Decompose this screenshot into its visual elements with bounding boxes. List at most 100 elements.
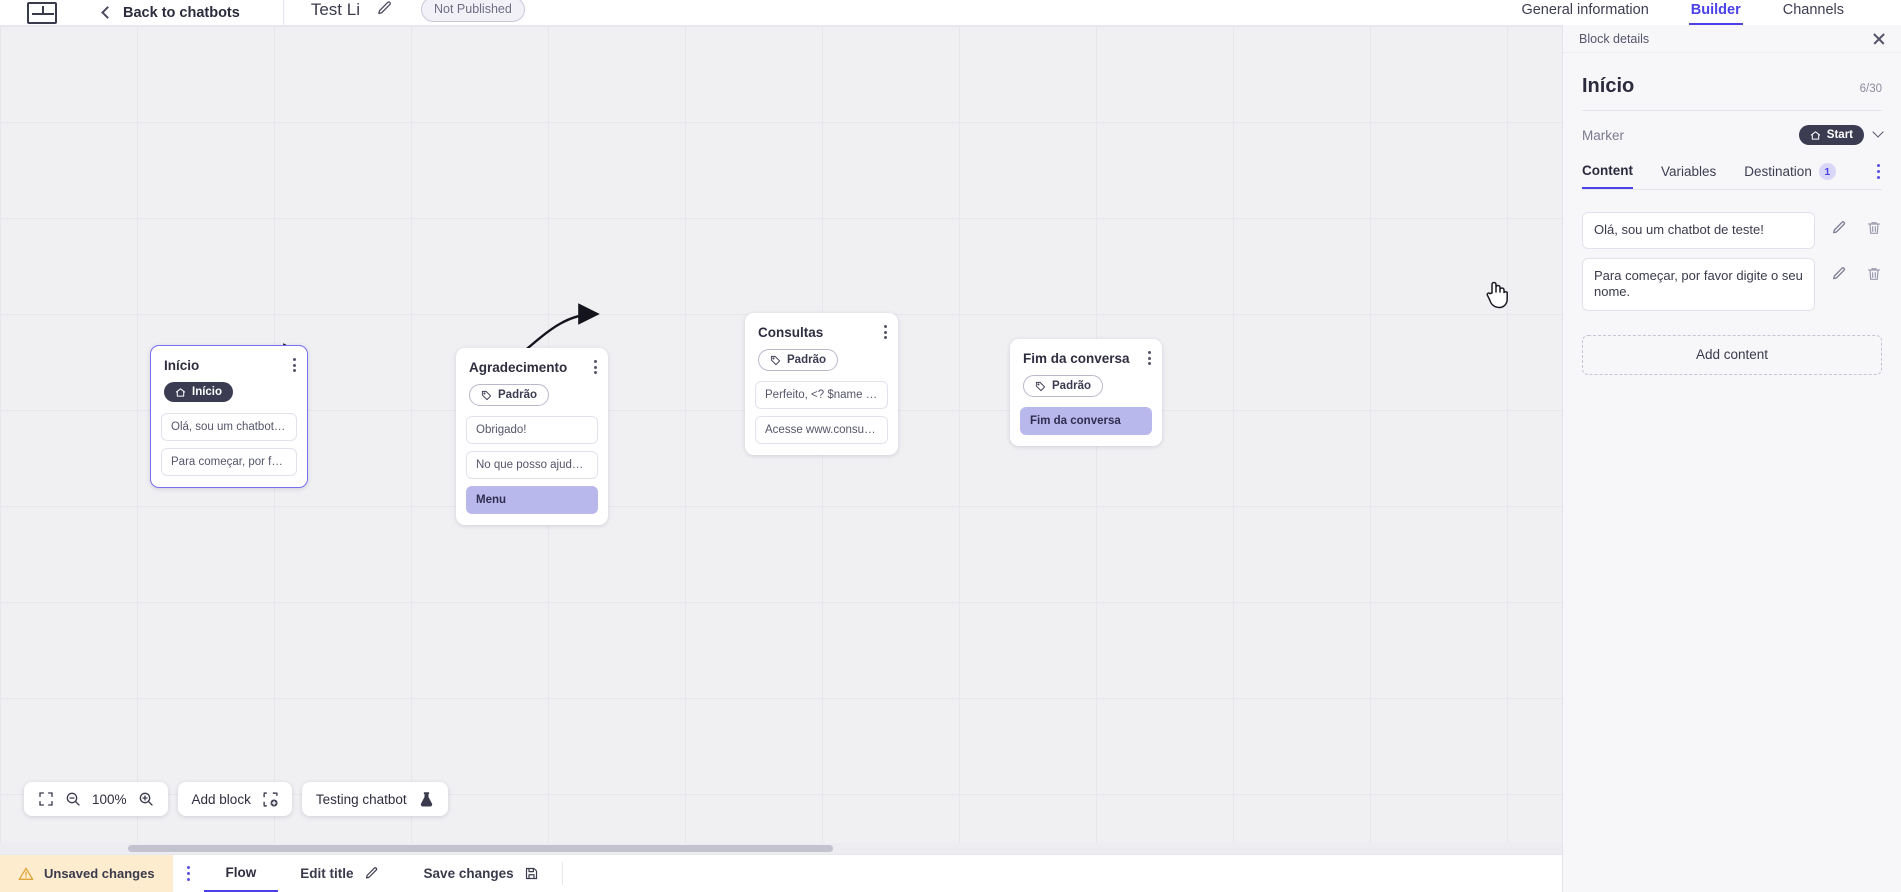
tab-content[interactable]: Content	[1582, 163, 1633, 189]
node-body: Obrigado! No que posso ajudar, <? $name …	[456, 406, 608, 525]
node-message[interactable]: Obrigado!	[466, 416, 598, 444]
node-marker-badge: Início	[164, 382, 234, 402]
marker-row: Marker Start	[1582, 125, 1884, 145]
node-title: Fim da conversa	[1023, 351, 1130, 366]
home-icon	[175, 387, 186, 397]
tab-destination[interactable]: Destination 1	[1744, 163, 1836, 189]
status-badge: Not Published	[420, 0, 525, 22]
node-body: Fim da conversa	[1010, 397, 1162, 446]
content-item-actions	[1815, 212, 1882, 236]
panel-header-label: Block details	[1579, 31, 1650, 46]
tag-icon	[770, 355, 781, 365]
node-title: Início	[164, 358, 200, 373]
add-content-button[interactable]: Add content	[1582, 334, 1882, 375]
marker-selector[interactable]: Start	[1798, 125, 1884, 145]
panel-tab-more-button[interactable]	[1877, 164, 1880, 179]
back-to-chatbots-button[interactable]: Back to chatbots	[101, 4, 240, 21]
node-menu-button[interactable]	[293, 358, 296, 372]
node-header: Agradecimento Padrão	[456, 348, 608, 406]
content-list: Olá, sou um chatbot de teste!	[1582, 212, 1882, 311]
testing-chatbot-label: Testing chatbot	[315, 791, 407, 807]
tab-variables[interactable]: Variables	[1661, 164, 1716, 188]
node-message-menu[interactable]: Menu	[466, 486, 598, 514]
marker-label: Marker	[1582, 127, 1625, 143]
content-item: Para começar, por favor digite o seu nom…	[1582, 257, 1882, 311]
status-tab-flow[interactable]: Flow	[203, 855, 279, 892]
close-icon[interactable]	[1871, 31, 1887, 47]
back-to-chatbots-label: Back to chatbots	[123, 4, 240, 21]
node-message[interactable]: Olá, sou um chatbot de teste!	[161, 412, 297, 441]
flow-node-fim-da-conversa[interactable]: Fim da conversa Padrão Fim da conversa	[1010, 339, 1162, 446]
node-menu-button[interactable]	[594, 360, 597, 374]
marker-value-badge[interactable]: Start	[1798, 125, 1864, 145]
node-message[interactable]: Fim da conversa	[1020, 407, 1152, 435]
node-marker-badge: Padrão	[469, 384, 549, 406]
status-divider	[561, 862, 563, 885]
node-marker-label: Padrão	[1052, 380, 1091, 392]
save-disk-icon	[524, 866, 540, 882]
zoom-controls: 100%	[24, 782, 168, 816]
flow-node-inicio[interactable]: Início Início Olá, sou um chatbot de tes…	[150, 345, 308, 488]
edit-title-button[interactable]: Edit title	[278, 855, 401, 892]
node-marker-badge: Padrão	[758, 349, 838, 371]
chevron-left-icon	[101, 6, 114, 19]
panel-divider	[1582, 110, 1882, 111]
tag-icon	[1035, 381, 1046, 391]
block-details-panel: Block details Início 6/30 Marker Start	[1562, 25, 1901, 892]
pencil-icon	[364, 866, 380, 882]
node-message[interactable]: Perfeito, <? $name ?>!	[755, 381, 888, 409]
save-changes-button[interactable]: Save changes	[402, 855, 562, 892]
unsaved-changes-indicator: Unsaved changes	[0, 855, 173, 892]
canvas-toolbar: 100% Add block Testing	[24, 782, 448, 816]
trash-icon[interactable]	[1866, 220, 1882, 236]
content-text[interactable]: Para começar, por favor digite o seu nom…	[1582, 257, 1815, 311]
char-counter: 6/30	[1859, 83, 1882, 95]
flow-node-agradecimento[interactable]: Agradecimento Padrão Obrigado! No que po…	[456, 348, 608, 525]
panel-body: Início 6/30 Marker Start	[1563, 53, 1901, 375]
panel-tabs: Content Variables Destination 1	[1582, 163, 1882, 190]
tab-channels[interactable]: Channels	[1782, 2, 1844, 18]
flow-canvas[interactable]: Início Início Olá, sou um chatbot de tes…	[0, 26, 1562, 854]
status-bar: Unsaved changes Flow Edit title Save cha…	[0, 854, 1562, 892]
tab-builder[interactable]: Builder	[1688, 0, 1743, 25]
node-title: Consultas	[758, 325, 824, 340]
node-body: Olá, sou um chatbot de teste! Para começ…	[151, 403, 307, 487]
node-header: Fim da conversa Padrão	[1010, 339, 1162, 397]
node-marker-label: Padrão	[787, 354, 826, 366]
chevron-down-icon[interactable]	[1872, 126, 1884, 138]
content-item: Olá, sou um chatbot de teste!	[1582, 212, 1882, 249]
fit-to-screen-icon[interactable]	[38, 791, 54, 807]
page-title: Início	[1582, 75, 1635, 97]
node-menu-button[interactable]	[1148, 351, 1151, 365]
tab-content-label: Content	[1582, 163, 1633, 178]
app-logo-icon[interactable]	[27, 1, 57, 24]
node-message[interactable]: Para começar, por favor digite o ...	[161, 447, 297, 476]
chatbot-title: Test Li	[310, 0, 360, 19]
pencil-icon[interactable]	[376, 0, 393, 22]
node-message[interactable]: No que posso ajudar, <? $name ...	[466, 451, 598, 479]
node-message[interactable]: Acesse www.consultas.com par...	[755, 416, 888, 444]
zoom-out-icon[interactable]	[65, 791, 81, 807]
topbar-divider	[282, 0, 284, 26]
testing-chatbot-button[interactable]: Testing chatbot	[301, 782, 448, 816]
status-more-button[interactable]	[173, 866, 204, 881]
trash-icon[interactable]	[1866, 266, 1882, 282]
canvas-horizontal-scrollbar[interactable]	[0, 843, 1562, 854]
zoom-in-icon[interactable]	[138, 791, 154, 807]
pencil-icon[interactable]	[1831, 266, 1847, 282]
tab-general-information[interactable]: General information	[1521, 2, 1649, 18]
destination-count-badge: 1	[1818, 163, 1836, 180]
content-text[interactable]: Olá, sou um chatbot de teste!	[1582, 212, 1815, 249]
node-menu-button[interactable]	[884, 325, 887, 339]
add-block-button[interactable]: Add block	[177, 782, 292, 816]
flow-node-consultas[interactable]: Consultas Padrão Perfeito, <? $name ?>! …	[745, 313, 898, 455]
main-tabs: General information Builder Channels	[1519, 0, 1901, 25]
node-marker-label: Padrão	[498, 389, 537, 401]
tab-variables-label: Variables	[1661, 164, 1717, 179]
unsaved-changes-label: Unsaved changes	[44, 866, 155, 881]
scrollbar-thumb[interactable]	[128, 845, 833, 852]
save-changes-label: Save changes	[423, 866, 514, 881]
warning-triangle-icon	[18, 866, 34, 882]
pencil-icon[interactable]	[1831, 220, 1847, 236]
